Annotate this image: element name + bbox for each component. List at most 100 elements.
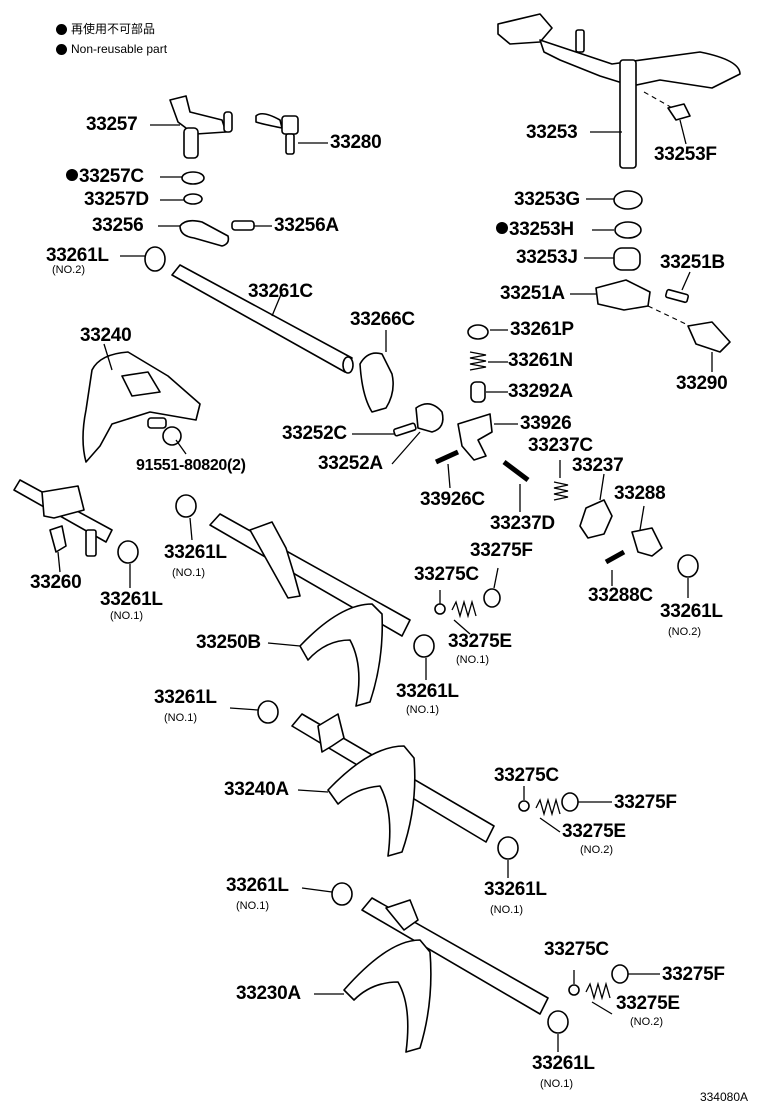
nonreusable-dot-icon [56,23,67,35]
legend-en-text: Non-reusable part [71,42,168,56]
part-33261L-bushing [257,700,279,724]
part-33257D-washer [183,193,203,205]
part-note: (NO.1) [490,904,523,916]
part-33261N-spring [469,351,487,371]
part-33257C-washer [181,171,205,185]
part-33275F-plug [483,588,501,608]
part-label: 33253G [514,189,580,210]
part-33288-part [631,527,663,557]
part-33275F-plug [611,964,629,984]
part-label: 33256A [274,215,339,236]
part-33256-lever [179,219,230,247]
part-33266C-part [359,352,394,413]
part-33253G-washer [613,190,643,210]
part-note: (NO.2) [580,844,613,856]
part-label: 33250B [196,632,261,653]
part-33275E-spring [451,599,477,619]
part-note: (NO.1) [540,1078,573,1090]
part-label: 33275E [448,631,512,652]
part-label: 33252C [282,423,347,444]
part-33252A-collar [415,403,444,433]
part-label: 33261L [396,681,459,702]
part-33252C-pin [393,422,417,437]
part-label: 33257D [84,189,149,210]
part-label: 33253J [516,247,578,268]
legend-en: Non-reusable part [56,42,167,56]
legend-jp-text: 再使用不可部品 [71,22,156,36]
part-label: 33275F [662,964,725,985]
part-33261L-bushing [497,836,519,860]
part-label: 33253F [654,144,717,165]
part-note: (NO.2) [668,626,701,638]
part-label: 33257 [86,114,138,135]
part-33288C-pin [604,549,626,565]
part-label-nonreusable: 33257C [66,167,144,187]
part-33275E-spring [535,797,561,817]
part-label: 33261L [532,1053,595,1074]
part-33240-housing [82,351,201,463]
part-label: 33275E [562,821,626,842]
part-label: 33275F [614,792,677,813]
part-33251B-pin [664,288,690,304]
part-label: 33261L [154,687,217,708]
part-label: 33275E [616,993,680,1014]
part-33926C-pin [434,449,460,465]
part-label: 33275C [414,564,479,585]
part-33290-switch [687,321,731,353]
part-33261L-bushing [175,494,197,518]
part-33251A-block [595,279,651,311]
part-label: 33275C [544,939,609,960]
part-note: (NO.1) [110,610,143,622]
part-33292A-pin [470,381,486,403]
part-label: 33240A [224,779,289,800]
part-33275F-plug [561,792,579,812]
part-label: 33288C [588,585,653,606]
part-label: 33275C [494,765,559,786]
part-33275C-ball [434,603,446,615]
part-label: 33261L [100,589,163,610]
part-label: 33261P [510,319,574,340]
part-label: 33237C [528,435,593,456]
part-label: 33292A [508,381,573,402]
part-label: 33260 [30,572,82,593]
part-33237D-rod [502,460,530,482]
part-label: 33926C [420,489,485,510]
part-label: 33261L [484,879,547,900]
part-33261L-bushing [413,634,435,658]
part-33256A-pin [231,220,255,231]
part-label-nonreusable: 33253H [496,220,574,240]
part-label: 33290 [676,373,728,394]
part-33253J-bushing [613,247,641,271]
part-label: 33252A [318,453,383,474]
part-33253-shift-lever [497,13,741,169]
part-note: (NO.2) [52,264,85,276]
part-label: 33280 [330,132,382,153]
part-33257-lever [169,95,233,159]
part-label-text: 33253H [509,219,574,240]
part-33261C-shaft [171,264,353,373]
nonreusable-dot-icon [66,169,78,181]
part-33230A-fork [343,897,549,1053]
part-label: 33230A [236,983,301,1004]
part-33261L-bushing [677,554,699,578]
part-note: (NO.1) [164,712,197,724]
part-label: 33237 [572,455,624,476]
part-label: 33275F [470,540,533,561]
part-note: (NO.1) [172,567,205,579]
part-label: 33261L [660,601,723,622]
part-33261L-bushing [117,540,139,564]
part-label: 33261C [248,281,313,302]
part-label: 33261L [164,542,227,563]
part-33237C-spring [553,481,569,501]
part-33253H-washer [614,221,642,239]
part-label: 33240 [80,325,132,346]
part-33261L-bushing [144,246,166,272]
diagram-code: 334080A [699,1090,748,1104]
part-label: 33256 [92,215,144,236]
part-33261L-bushing [547,1010,569,1034]
part-label: 33251B [660,252,725,273]
part-label: 33261N [508,350,573,371]
part-label: 33261L [226,875,289,896]
nonreusable-dot-icon [56,43,67,55]
